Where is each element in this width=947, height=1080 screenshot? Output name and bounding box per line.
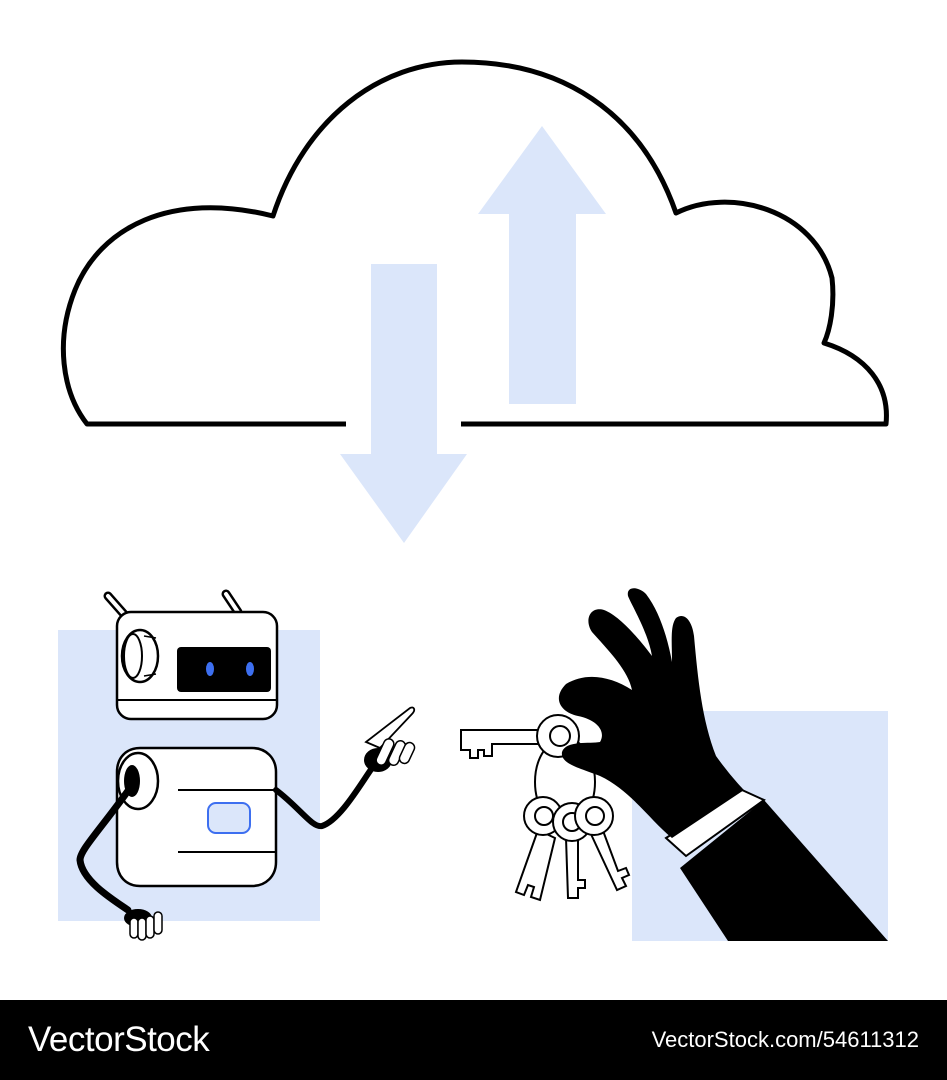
cloud-outline-icon [60,59,889,427]
robot-hand-right [364,706,416,772]
robot-icon [76,589,416,941]
cloud-security-illustration [58,59,889,941]
robot-hand-left [124,909,163,941]
robot-eye-right [246,662,254,676]
down-arrow-icon [340,264,467,543]
robot-screen [207,802,251,834]
robot-eye-left [206,662,214,676]
key-ring-icon [460,714,631,902]
image-reference-text: VectorStock.com/54611312 [651,1027,919,1052]
key-hanging-3 [574,796,631,892]
hand-silhouette [558,588,744,838]
key-horizontal [460,729,541,759]
brand-logo-text: VectorStock [28,1020,210,1059]
hand-icon [558,588,888,941]
watermark-footer: VectorStock VectorStock.com/54611312 [0,1000,947,1080]
up-arrow-icon [478,126,606,404]
robot-visor [177,647,271,692]
suit-sleeve [680,800,888,941]
